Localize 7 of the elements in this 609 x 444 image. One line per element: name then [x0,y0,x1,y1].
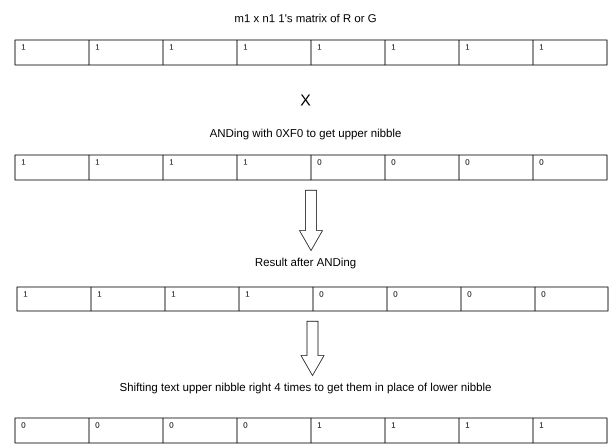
block-arrow [298,190,324,252]
row-heading: Shifting text upper nibble right 4 times to get them in place of lower nibble [120,382,491,394]
operator-label: X [300,94,310,106]
row-heading: Result after ANDing [256,258,356,268]
block-arrow [300,320,325,376]
row-heading: ANDing with 0XF0 to get upper nibble [210,128,401,140]
row-heading: m1 x n1 1's matrix of R or G [235,14,376,22]
